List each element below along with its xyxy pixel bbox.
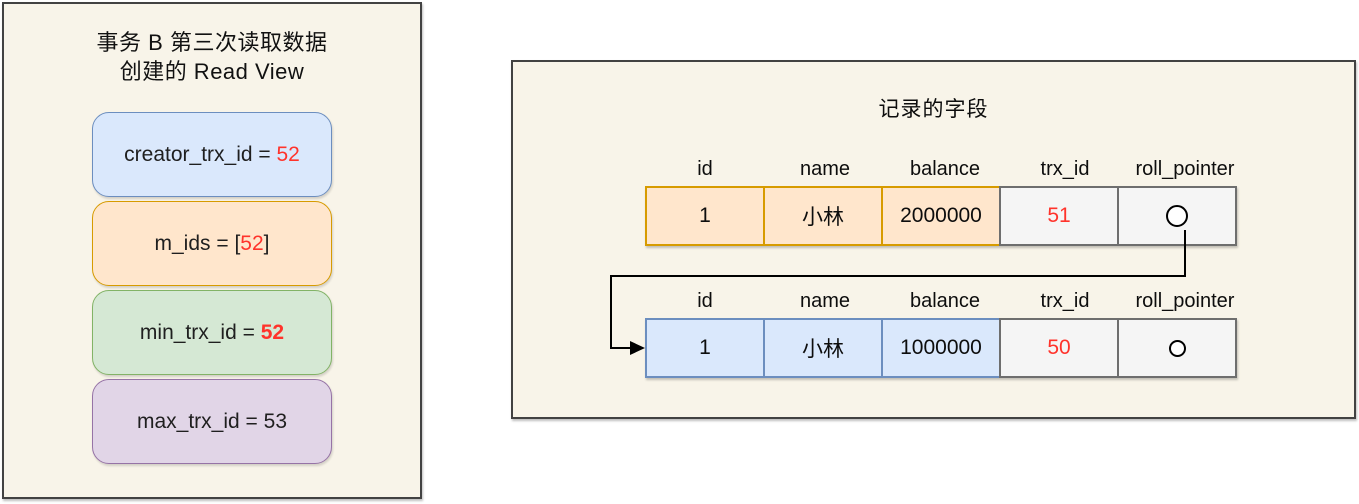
read-view-panel-title: 事务 B 第三次读取数据 创建的 Read View — [4, 4, 420, 86]
min-trx-id-text: min_trx_id = — [139, 320, 261, 344]
record-2-id-cell: 1 — [645, 318, 765, 378]
max-trx-id-text: max_trx_id = 53 — [137, 409, 287, 433]
header-roll-pointer: roll_pointer — [1135, 158, 1235, 180]
record-row-latest: id name balance trx_id roll_pointer 1 小林… — [645, 158, 1245, 246]
record-2-trx-id-cell: 50 — [999, 318, 1119, 378]
read-view-field-list: creator_trx_id = 52 m_ids = [52] min_trx… — [4, 112, 420, 464]
m-ids-box: m_ids = [52] — [92, 201, 332, 286]
m-ids-value: 52 — [240, 231, 264, 255]
record-2-balance-cell: 1000000 — [881, 318, 1001, 378]
record-fields-panel: 记录的字段 id name balance trx_id roll_pointe… — [511, 60, 1356, 419]
record-1-roll-pointer-cell — [1117, 186, 1237, 246]
min-trx-id-box: min_trx_id = 52 — [92, 290, 332, 375]
roll-pointer-circle — [1166, 205, 1188, 227]
header-name: name — [799, 158, 851, 180]
header-balance: balance — [909, 290, 981, 312]
header-id: id — [697, 158, 713, 180]
record-1-balance-value: 2000000 — [900, 204, 982, 227]
header-name: name — [799, 290, 851, 312]
read-view-panel: 事务 B 第三次读取数据 创建的 Read View creator_trx_i… — [2, 2, 422, 499]
record-2-roll-pointer-cell — [1117, 318, 1237, 378]
header-id: id — [697, 290, 713, 312]
m-ids-text: m_ids = [ — [154, 231, 241, 255]
creator-trx-id-box: creator_trx_id = 52 — [92, 112, 332, 197]
record-1-balance-cell: 2000000 — [881, 186, 1001, 246]
read-view-title-line1: 事务 B 第三次读取数据 — [96, 30, 328, 55]
header-roll-pointer: roll_pointer — [1135, 290, 1235, 312]
record-1-header-row: id name balance trx_id roll_pointer — [645, 158, 1245, 181]
record-1-trx-id-value: 51 — [1047, 204, 1071, 227]
roll-pointer-circle — [1168, 339, 1186, 357]
record-1-name-cell: 小林 — [763, 186, 883, 246]
record-1-name-value: 小林 — [802, 206, 844, 229]
record-1-id-cell: 1 — [645, 186, 765, 246]
m-ids-suffix: ] — [263, 231, 270, 255]
header-trx-id: trx_id — [1040, 290, 1090, 312]
record-2-id-value: 1 — [699, 336, 711, 359]
header-trx-id: trx_id — [1040, 158, 1090, 180]
header-balance: balance — [909, 158, 981, 180]
record-2-trx-id-value: 50 — [1047, 336, 1071, 359]
max-trx-id-box: max_trx_id = 53 — [92, 379, 332, 464]
record-1-cells: 1 小林 2000000 51 — [645, 186, 1245, 246]
min-trx-id-value: 52 — [260, 320, 285, 344]
record-fields-title: 记录的字段 — [878, 98, 989, 121]
read-view-title-line2: 创建的 Read View — [119, 59, 305, 84]
creator-trx-id-text: creator_trx_id = — [124, 142, 277, 166]
record-2-cells: 1 小林 1000000 50 — [645, 318, 1245, 378]
record-2-balance-value: 1000000 — [900, 336, 982, 359]
record-row-old-version: id name balance trx_id roll_pointer 1 小林… — [645, 290, 1245, 378]
record-2-name-value: 小林 — [802, 338, 844, 361]
record-2-header-row: id name balance trx_id roll_pointer — [645, 290, 1245, 313]
creator-trx-id-value: 52 — [276, 142, 300, 166]
record-1-trx-id-cell: 51 — [999, 186, 1119, 246]
record-1-id-value: 1 — [699, 204, 711, 227]
record-2-name-cell: 小林 — [763, 318, 883, 378]
